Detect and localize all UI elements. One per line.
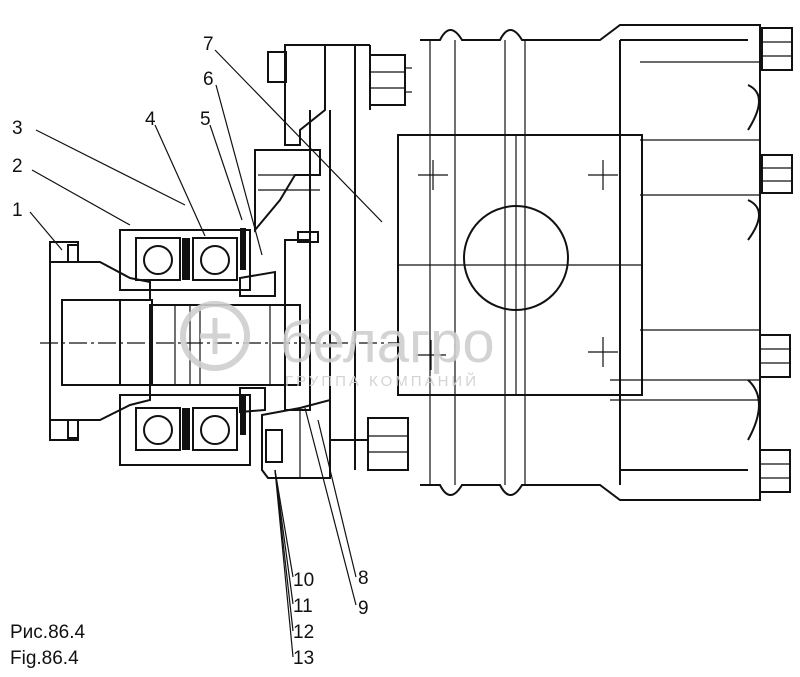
watermark-tagline: ГРУППА КОМПАНИЙ — [285, 372, 479, 390]
callout-8: 8 — [358, 568, 369, 589]
caption-en: Fig.86.4 — [10, 648, 79, 669]
figure-caption: Рис.86.4 Fig.86.4 — [10, 622, 85, 669]
callout-12: 12 — [293, 622, 314, 643]
callout-7: 7 — [203, 34, 214, 55]
callout-5: 5 — [200, 109, 211, 130]
mounting-flange — [254, 44, 412, 470]
callout-3: 3 — [12, 118, 23, 139]
cover-plate — [397, 134, 643, 396]
callout-9: 9 — [358, 598, 369, 619]
callout-6: 6 — [203, 69, 214, 90]
lower-bracket — [261, 398, 409, 479]
watermark-logo-icon — [180, 301, 250, 371]
callout-13: 13 — [293, 648, 314, 669]
callout-4: 4 — [145, 109, 156, 130]
callout-1: 1 — [12, 200, 23, 221]
watermark-brand: белагро — [280, 310, 495, 375]
callout-10: 10 — [293, 570, 314, 591]
shaft-assembly — [40, 228, 400, 466]
leader-lines — [29, 49, 383, 658]
watermark: белагро ГРУППА КОМПАНИЙ — [180, 301, 495, 390]
callout-2: 2 — [12, 156, 23, 177]
pump-housing — [420, 24, 761, 501]
callout-labels: 1 2 3 4 5 6 7 8 9 10 11 12 13 — [12, 34, 369, 669]
callout-11: 11 — [293, 596, 313, 617]
housing-bolts — [759, 27, 793, 493]
caption-ru: Рис.86.4 — [10, 622, 85, 643]
